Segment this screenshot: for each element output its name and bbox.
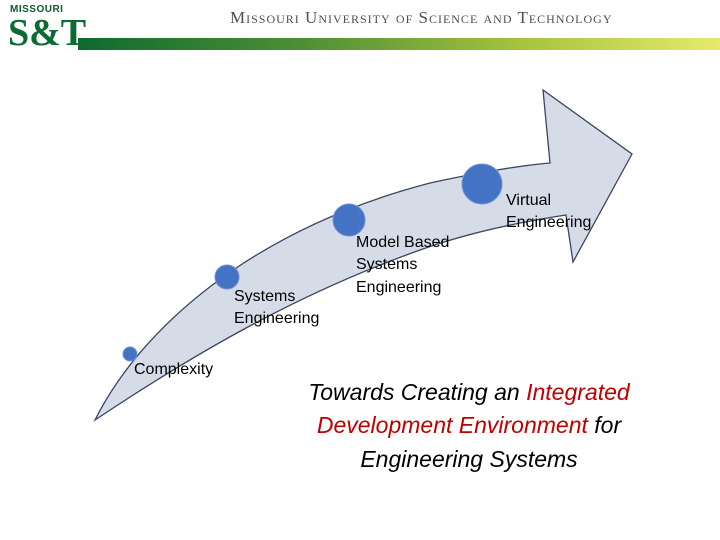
- university-name: Missouri University of Science and Techn…: [230, 8, 613, 27]
- stage-dot-mbse: [332, 203, 366, 237]
- stage-label-line: Complexity: [134, 361, 214, 378]
- stage-label-line: Systems: [234, 288, 296, 305]
- tagline-line-1: Towards Creating an Integrated: [274, 376, 664, 409]
- tagline-text: Engineering Systems: [360, 445, 578, 472]
- header-gradient-bar: [78, 38, 720, 50]
- stage-dot-systems-engineering: [214, 264, 240, 290]
- tagline-highlight: Development Environment: [316, 412, 588, 439]
- tagline-line-3: Engineering Systems: [274, 443, 664, 476]
- stage-label-mbse: Model Based Systems Engineering: [356, 232, 476, 299]
- tagline-text: Towards Creating an: [308, 379, 527, 405]
- tagline-line-2: Development Environment for: [274, 409, 664, 442]
- stage-dot-complexity: [122, 346, 138, 362]
- stage-label-line: Model Based: [356, 234, 450, 251]
- stage-label-line: Virtual: [506, 192, 552, 209]
- tagline-highlight: Integrated: [526, 379, 630, 405]
- stage-label-line: Engineering: [234, 310, 320, 328]
- stage-label-line: Engineering: [356, 278, 442, 296]
- stage-label-line: Engineering: [506, 214, 592, 232]
- stage-label-virtual-engineering: Virtual Engineering: [506, 190, 616, 235]
- tagline-text: for: [587, 412, 622, 439]
- stage-label-line: Systems: [356, 256, 418, 274]
- stage-dot-virtual-engineering: [461, 163, 503, 205]
- stage-label-systems-engineering: Systems Engineering: [234, 286, 344, 331]
- stage-label-complexity: Complexity: [134, 359, 213, 381]
- slide-tagline: Towards Creating an Integrated Developme…: [274, 376, 664, 476]
- university-logo: MISSOURI S&T: [6, 4, 86, 60]
- logo-main-text: S&T: [8, 12, 87, 54]
- logo-top-text: MISSOURI: [10, 4, 64, 15]
